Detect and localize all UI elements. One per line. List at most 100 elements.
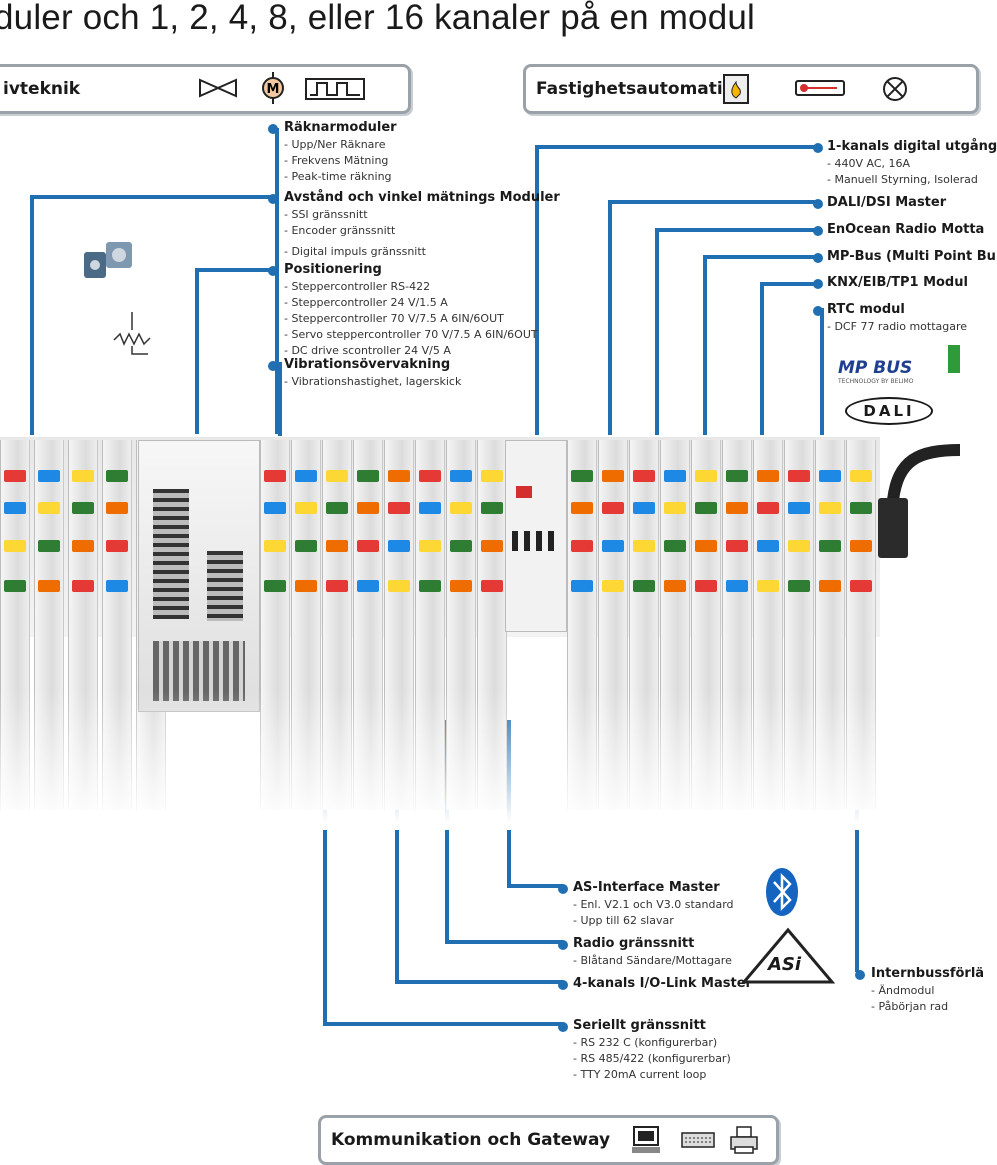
terminal-marker bbox=[264, 502, 286, 514]
group-heading: Avstånd och vinkel mätnings Moduler bbox=[284, 190, 560, 205]
group-heading: EnOcean Radio Motta bbox=[827, 222, 985, 237]
category-label: Kommunikation och Gateway bbox=[331, 1130, 611, 1150]
terminal-marker bbox=[450, 502, 472, 514]
terminal-marker bbox=[819, 540, 841, 552]
terminal-marker bbox=[264, 540, 286, 552]
terminal-marker bbox=[72, 470, 94, 482]
group-item: - RS 485/422 (konfigurerbar) bbox=[573, 1051, 731, 1065]
terminal-marker bbox=[38, 580, 60, 592]
terminal-marker bbox=[602, 502, 624, 514]
computer-icon bbox=[631, 1124, 661, 1156]
terminal-marker bbox=[295, 470, 317, 482]
group-heading: Positionering bbox=[284, 262, 382, 277]
terminal-marker bbox=[295, 540, 317, 552]
terminal-marker bbox=[695, 540, 717, 552]
motor-letter: M bbox=[267, 82, 280, 97]
group-item: - DCF 77 radio mottagare bbox=[827, 319, 968, 333]
terminal-marker bbox=[819, 580, 841, 592]
fire-alarm-icon bbox=[721, 73, 751, 105]
printer-icon bbox=[729, 1124, 759, 1156]
terminal-marker bbox=[819, 470, 841, 482]
terminal-marker bbox=[357, 502, 379, 514]
terminal-marker bbox=[850, 470, 872, 482]
group-heading: RTC modul bbox=[827, 302, 905, 317]
enocean-logo-icon bbox=[948, 345, 960, 373]
terminal-marker bbox=[571, 470, 593, 482]
group-item: - RS 232 C (konfigurerbar) bbox=[573, 1035, 718, 1049]
category-label: ivteknik bbox=[3, 79, 81, 99]
keyboard-icon bbox=[681, 1131, 715, 1149]
terminal-marker bbox=[419, 540, 441, 552]
group-item: - Upp/Ner Räknare bbox=[284, 137, 386, 151]
terminal-marker bbox=[326, 470, 348, 482]
terminal-marker bbox=[106, 540, 128, 552]
terminal-marker bbox=[106, 470, 128, 482]
category-building-automation: Fastighetsautomation bbox=[523, 64, 979, 114]
terminal-marker bbox=[726, 580, 748, 592]
group-item: - Peak-time räkning bbox=[284, 169, 392, 183]
io-module bbox=[691, 440, 721, 810]
terminal-marker bbox=[726, 540, 748, 552]
mpbus-logo-subtext: TECHNOLOGY BY BELIMO bbox=[838, 378, 914, 385]
terminal-marker bbox=[571, 540, 593, 552]
vibration-sensor-icon bbox=[112, 312, 154, 356]
terminal-marker bbox=[571, 502, 593, 514]
group-item: - Manuell Styrning, Isolerad bbox=[827, 172, 978, 186]
terminal-marker bbox=[4, 470, 26, 482]
thermometer-icon bbox=[794, 77, 846, 99]
terminal-marker bbox=[481, 470, 503, 482]
terminal-marker bbox=[419, 580, 441, 592]
terminal-marker bbox=[72, 540, 94, 552]
group-heading: Räknarmoduler bbox=[284, 120, 397, 135]
terminal-marker bbox=[295, 502, 317, 514]
terminal-marker bbox=[757, 470, 779, 482]
terminal-marker bbox=[633, 540, 655, 552]
group-item: - Steppercontroller 24 V/1.5 A bbox=[284, 295, 448, 309]
terminal-marker bbox=[4, 540, 26, 552]
terminal-marker bbox=[4, 580, 26, 592]
pulse-signal-icon bbox=[305, 77, 365, 101]
terminal-marker bbox=[419, 502, 441, 514]
terminal-marker bbox=[38, 540, 60, 552]
lamp-icon bbox=[881, 75, 909, 103]
terminal-marker bbox=[326, 580, 348, 592]
terminal-marker bbox=[419, 470, 441, 482]
terminal-marker bbox=[264, 470, 286, 482]
group-item: - Vibrationshastighet, lagerskick bbox=[284, 374, 462, 388]
terminal-marker bbox=[450, 580, 472, 592]
terminal-marker bbox=[4, 502, 26, 514]
terminal-marker bbox=[450, 540, 472, 552]
valve-icon bbox=[198, 77, 238, 99]
group-heading: Radio gränssnitt bbox=[573, 936, 695, 951]
terminal-marker bbox=[264, 580, 286, 592]
group-item: - TTY 20mA current loop bbox=[573, 1067, 707, 1081]
mpbus-logo: MP BUS TECHNOLOGY BY BELIMO bbox=[838, 358, 930, 386]
terminal-marker bbox=[788, 580, 810, 592]
category-label: Fastighetsautomation bbox=[536, 79, 747, 99]
terminal-marker bbox=[38, 502, 60, 514]
category-communication-gateway: Kommunikation och Gateway bbox=[318, 1115, 779, 1165]
group-item: - Encoder gränssnitt bbox=[284, 223, 396, 237]
motor-icon: M bbox=[258, 71, 288, 105]
group-heading: 4-kanals I/O-Link Master bbox=[573, 976, 752, 991]
terminal-marker bbox=[664, 502, 686, 514]
dali-logo-text: DALI bbox=[863, 402, 915, 420]
group-heading: 1-kanals digital utgång bbox=[827, 139, 997, 154]
terminal-marker bbox=[388, 470, 410, 482]
terminal-marker bbox=[571, 580, 593, 592]
terminal-marker bbox=[850, 502, 872, 514]
terminal-marker bbox=[757, 540, 779, 552]
terminal-marker bbox=[106, 502, 128, 514]
terminal-marker bbox=[664, 470, 686, 482]
group-heading: KNX/EIB/TP1 Modul bbox=[827, 275, 968, 290]
terminal-marker bbox=[357, 470, 379, 482]
group-heading: Seriellt gränssnitt bbox=[573, 1018, 706, 1033]
group-item: - SSI gränssnitt bbox=[284, 207, 368, 221]
terminal-marker bbox=[106, 580, 128, 592]
terminal-marker bbox=[695, 470, 717, 482]
terminal-marker bbox=[664, 540, 686, 552]
terminal-marker bbox=[602, 470, 624, 482]
terminal-marker bbox=[38, 470, 60, 482]
network-cable-icon bbox=[878, 440, 961, 570]
group-item: - Ändmodul bbox=[871, 983, 935, 997]
